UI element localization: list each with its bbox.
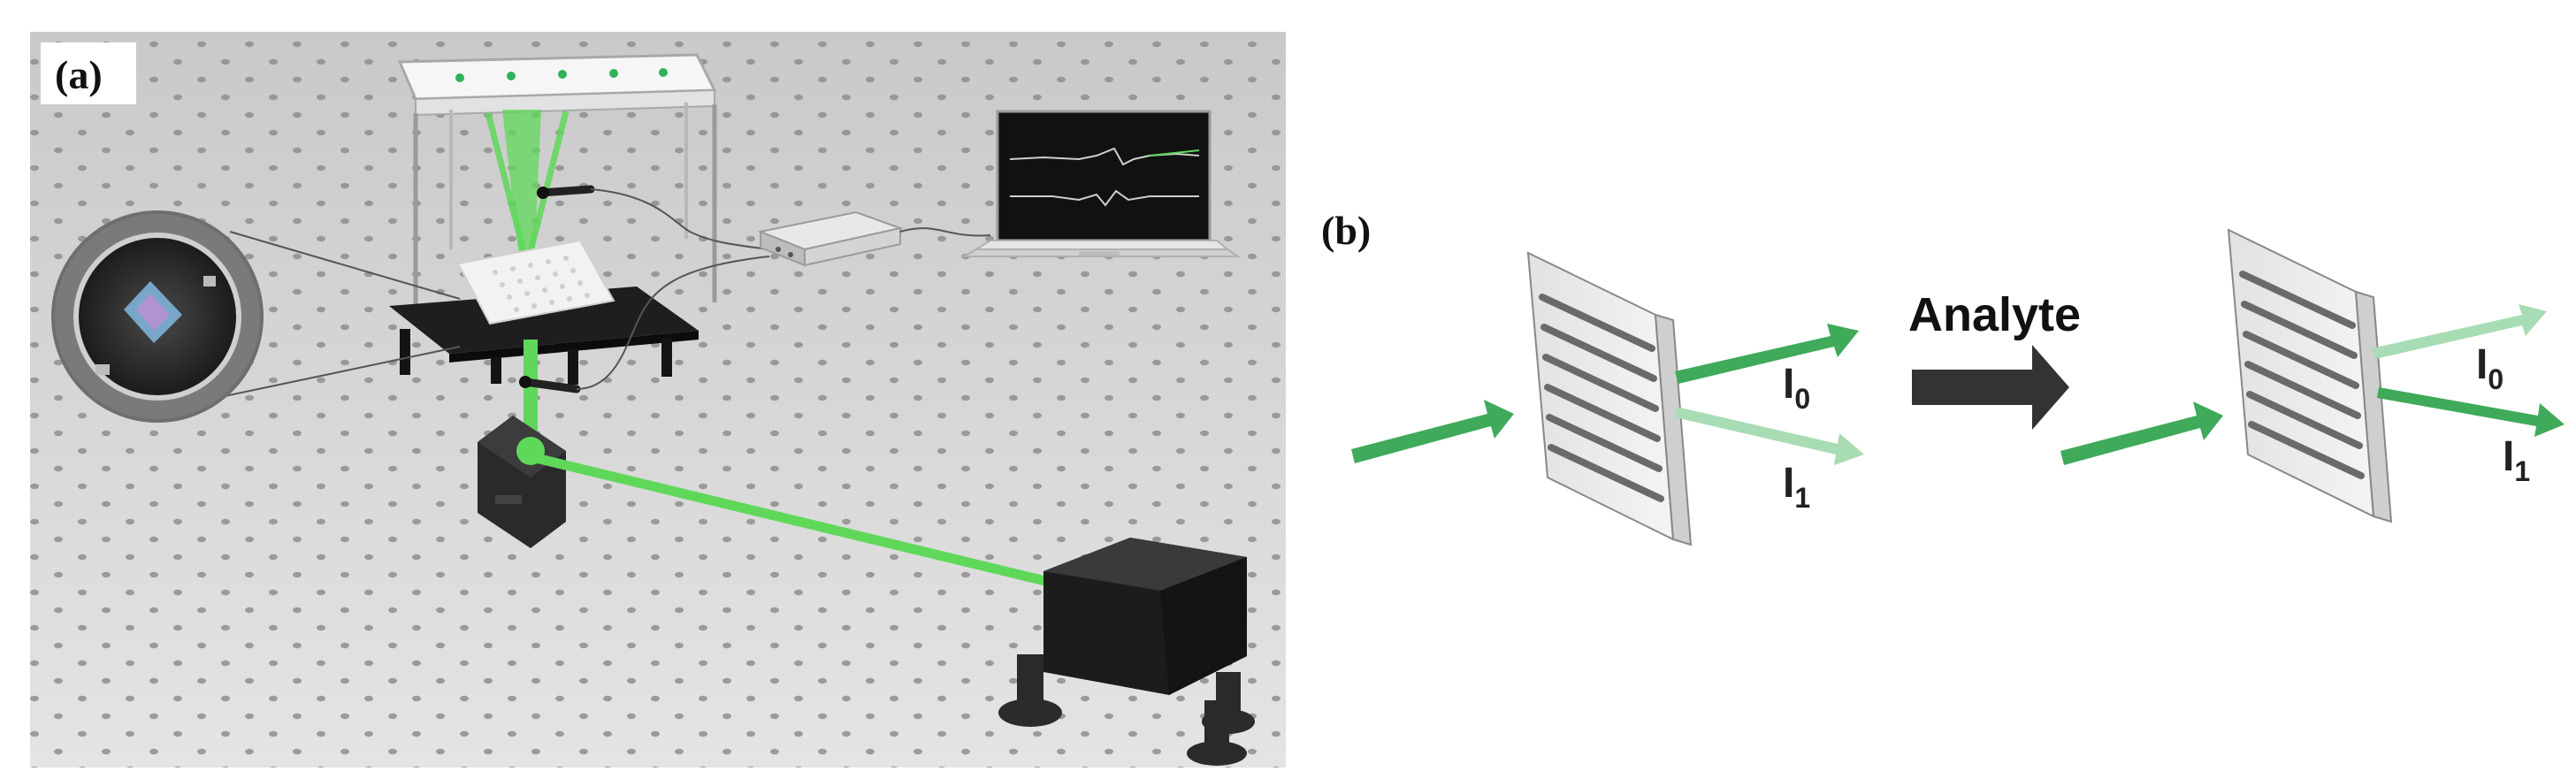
microplate-icon — [456, 239, 615, 325]
label-i0-after: I0 — [2476, 341, 2503, 395]
label-i0-before: I0 — [1783, 361, 1810, 415]
label-i1-after: I1 — [2503, 433, 2530, 487]
photodetector-icon-lower — [519, 376, 581, 393]
panel-b: (b) I0 I1 Analyte — [1321, 208, 2565, 546]
laser-beam — [534, 453, 1051, 587]
incident-beam-after — [2060, 401, 2223, 465]
grating-icon — [1526, 251, 1693, 546]
sample-stage-icon — [389, 286, 699, 385]
led-panel-icon — [397, 53, 717, 318]
laser-source-icon — [998, 538, 1255, 766]
amplifier-laptop-cable — [899, 227, 991, 237]
incident-beam-before — [1351, 400, 1514, 463]
beam-i0-before — [1675, 324, 1859, 384]
beam-i0-after — [2372, 304, 2547, 359]
signal-cable-lower — [576, 256, 770, 390]
illumination-beams — [485, 110, 569, 265]
grating-icon-after — [2227, 228, 2393, 523]
beam-i1-after — [2377, 387, 2565, 437]
signal-cable-upper — [590, 188, 770, 250]
photodetector-icon — [537, 185, 595, 199]
laptop-icon — [960, 110, 1242, 257]
analyte-label: Analyte — [1908, 288, 2081, 341]
panel-a: (a) — [30, 32, 1286, 768]
panel-b-label: (b) — [1321, 208, 1371, 253]
label-i1-before: I1 — [1783, 460, 1810, 514]
amplifier-box-icon — [757, 210, 904, 267]
panel-a-label: (a) — [55, 52, 103, 97]
sample-inset-icon — [51, 210, 461, 423]
analyte-arrow-icon — [1912, 345, 2069, 430]
beam-i1-before — [1675, 407, 1864, 465]
panel-a-label-box — [41, 42, 136, 104]
